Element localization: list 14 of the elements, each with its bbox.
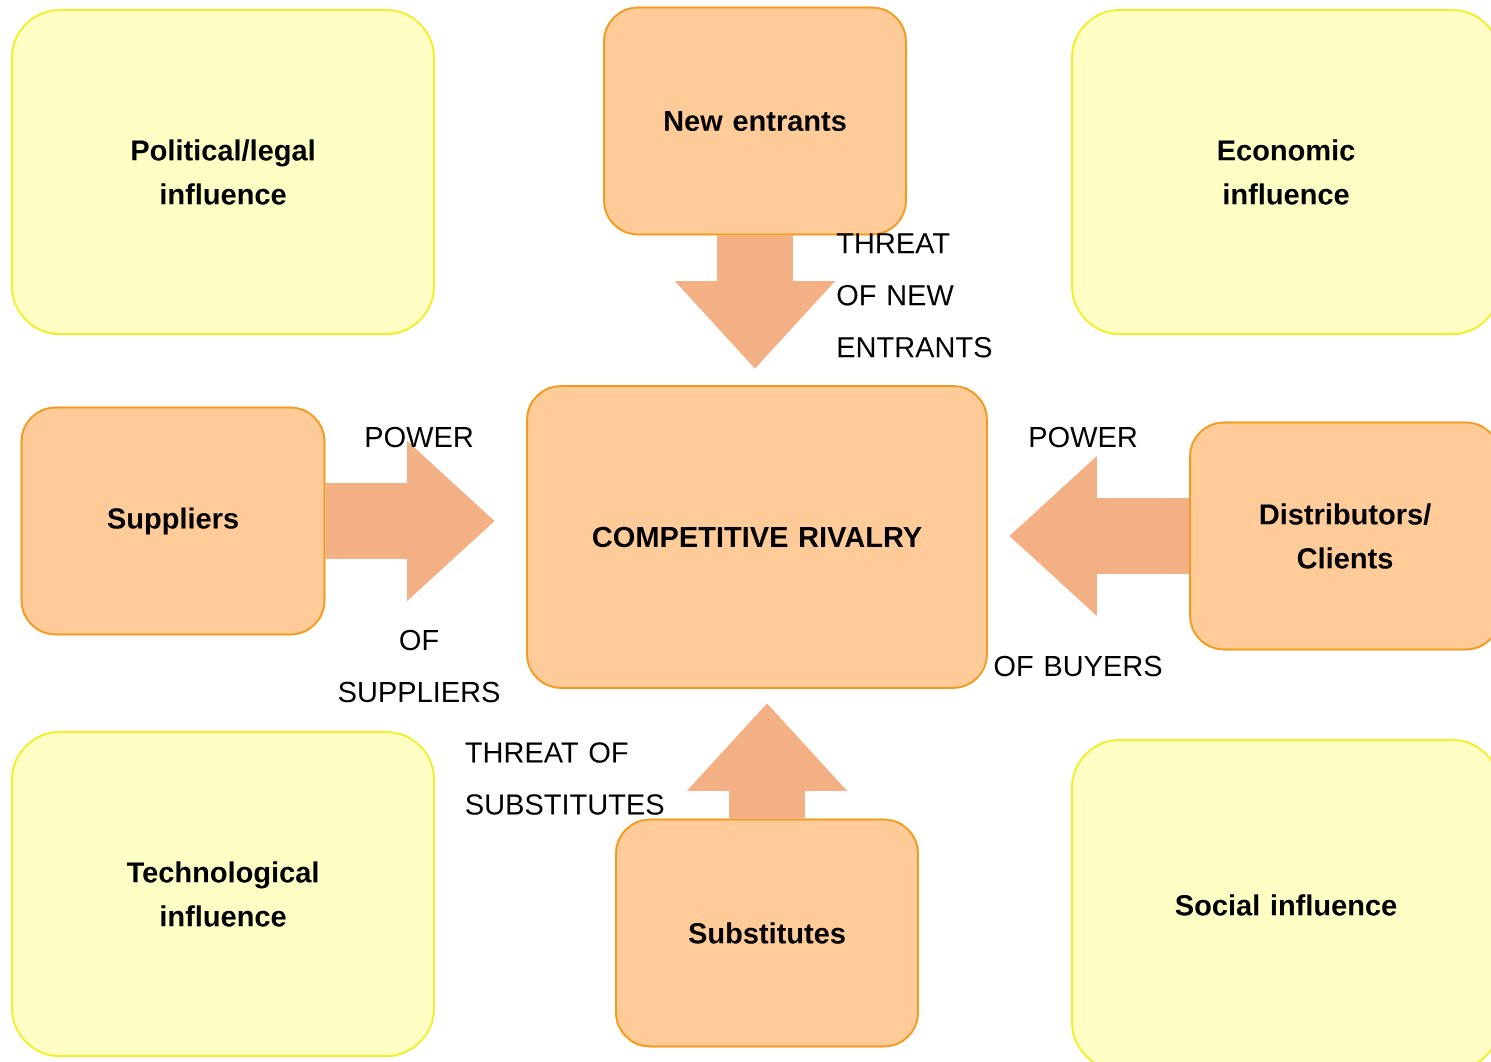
arrow-label: OF BUYERS (994, 655, 1162, 677)
force-box: Distributors/ Clients (1189, 421, 1491, 651)
arrow-label: OF SUPPLIERS (338, 629, 500, 703)
edge-label: THREAT OF SUBSTITUTES (465, 742, 664, 815)
force-box: COMPETITIVE RIVALRY (526, 385, 988, 689)
influence-box: Social influence (1071, 739, 1491, 1062)
edge-label: THREAT OF NEW ENTRANTS (836, 233, 992, 358)
arrow-label: POWER (366, 426, 473, 448)
force-box: Substitutes (615, 818, 919, 1048)
influence-box: Economic influence (1071, 9, 1491, 335)
influence-box: Political/legal influence (11, 9, 435, 335)
influence-box: Technological influence (11, 731, 435, 1057)
arrow-label: POWER (1030, 426, 1137, 448)
force-box: Suppliers (20, 406, 326, 636)
